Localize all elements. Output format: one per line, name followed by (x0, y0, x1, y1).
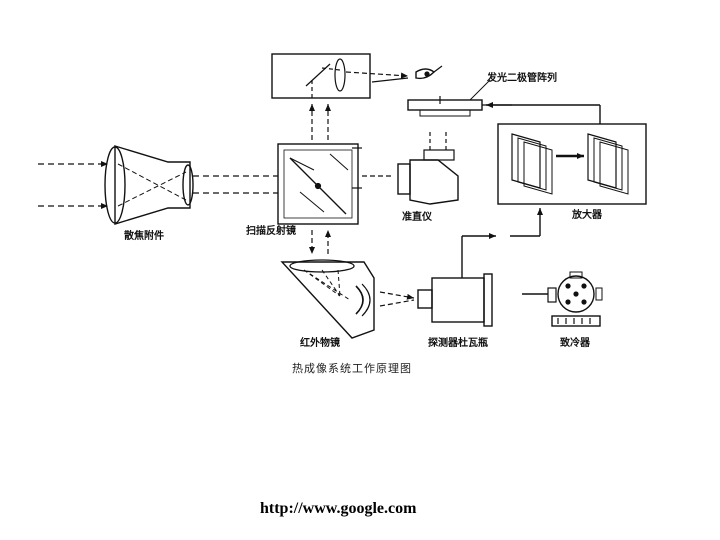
objective-to-detector-rays (379, 291, 415, 307)
label-scan-mirror: 扫描反射镜 (246, 224, 296, 237)
label-detector-dewar: 探测器杜瓦瓶 (428, 336, 488, 349)
figure-caption: 热成像系统工作原理图 (292, 362, 412, 375)
amplifier (497, 123, 647, 205)
label-amplifier: 放大器 (571, 208, 603, 221)
label-cooler: 致冷器 (560, 336, 591, 349)
collimator (397, 132, 459, 205)
afocal-attachment (104, 145, 194, 225)
scanner-to-eyepiece-rays (309, 104, 331, 140)
label-ir-objective: 红外物镜 (300, 336, 340, 349)
led-array (407, 79, 512, 117)
detector-to-amplifier-signal (461, 208, 543, 278)
incoming-rays (38, 161, 108, 209)
eyepiece-box (271, 53, 409, 100)
label-collimator: 准直仪 (402, 210, 433, 223)
detector-dewar (417, 273, 493, 327)
source-url: http://www.google.com (260, 500, 417, 517)
cooler (522, 271, 603, 327)
scanner-to-objective-rays (309, 230, 331, 254)
label-afocal-attachment: 散焦附件 (124, 229, 164, 242)
label-led-array: 发光二极管阵列 (486, 71, 557, 84)
ir-objective (280, 259, 375, 339)
scan-mirror-assembly (277, 143, 392, 225)
eye-icon (415, 65, 443, 80)
afocal-to-scanner-rays (193, 175, 278, 194)
amplifier-to-led-signal (486, 102, 601, 124)
